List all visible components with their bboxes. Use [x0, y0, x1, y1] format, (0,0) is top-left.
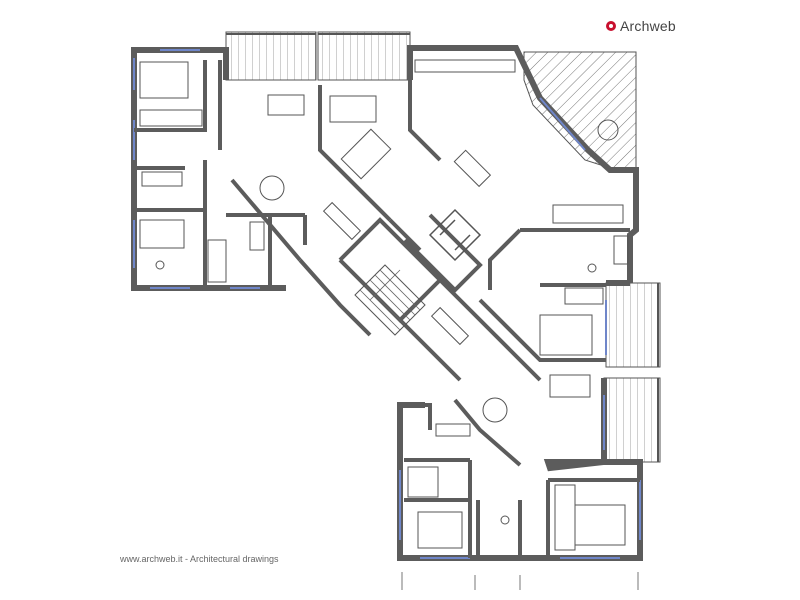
terrace-top-right: [523, 51, 637, 169]
interior-walls: [134, 60, 640, 558]
window-lines: [133, 49, 641, 559]
balcony-right-lower: [603, 377, 661, 463]
dimension-ticks: [401, 572, 639, 590]
staircase: [354, 264, 426, 336]
balcony-right-upper: [605, 282, 661, 368]
balcony-top-center: [317, 31, 411, 81]
furniture: [139, 59, 629, 551]
archweb-logo: Archweb: [606, 18, 676, 34]
caption-text: www.archweb.it - Architectural drawings: [120, 554, 279, 564]
logo-text: Archweb: [620, 18, 676, 34]
elevator: [428, 208, 482, 262]
balcony-top-left: [225, 31, 317, 81]
logo-mark-icon: [606, 21, 616, 31]
